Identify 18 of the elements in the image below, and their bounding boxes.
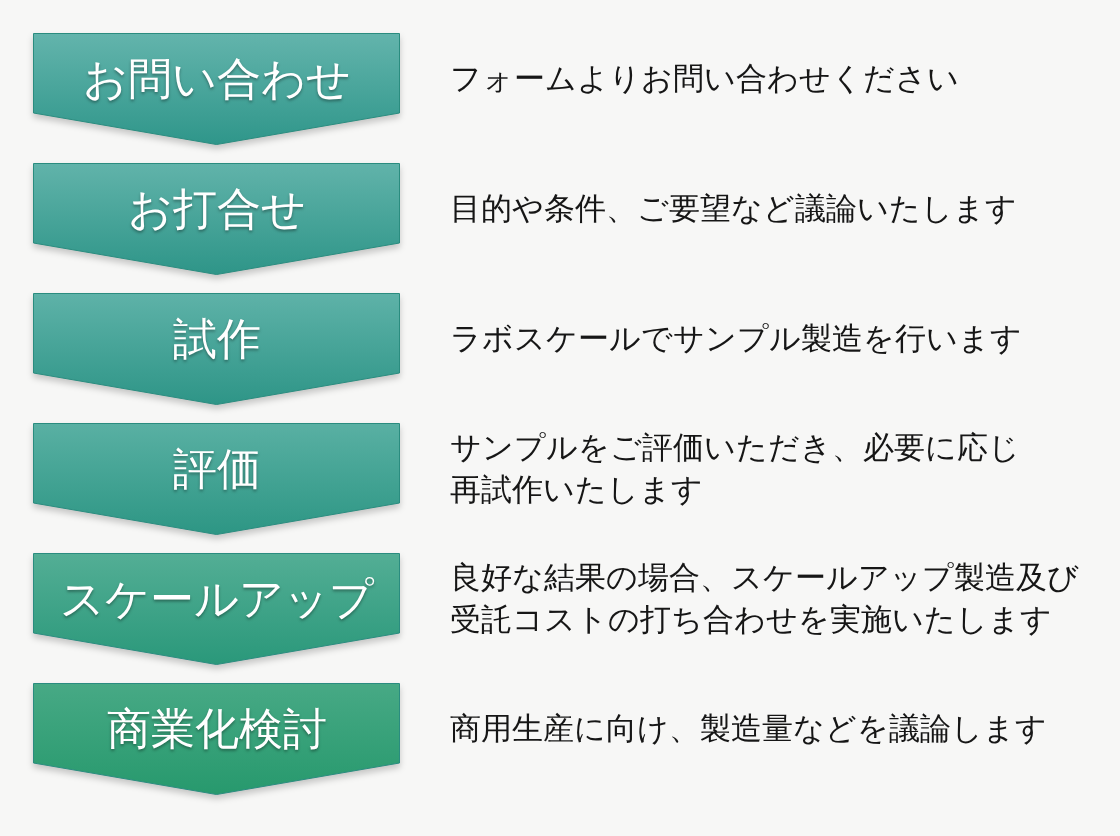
step-title: 評価 — [172, 443, 261, 495]
step-title: お打合せ — [127, 183, 306, 235]
step-banner — [33, 423, 400, 535]
step-description: 目的や条件、ご要望など議論いたします — [450, 189, 1017, 228]
step-description: 商用生産に向け、製造量などを議論します — [450, 709, 1047, 748]
step-title: 商業化検討 — [106, 703, 327, 755]
step-description: 良好な結果の場合、スケールアップ製造及び受託コストの打ち合わせを実施いたします — [450, 558, 1080, 639]
step-title: お問い合わせ — [82, 53, 351, 105]
step-banner — [33, 33, 400, 145]
step-description: ラボスケールでサンプル製造を行います — [450, 319, 1022, 358]
step-title: スケールアップ — [59, 573, 374, 625]
step-banner — [33, 553, 400, 665]
step-banner — [33, 683, 400, 795]
step-banner — [33, 163, 400, 275]
step-banner — [33, 293, 400, 405]
step-description: フォームよりお問い合わせください — [450, 59, 959, 98]
step-title: 試作 — [172, 313, 261, 365]
step-description: サンプルをご評価いただき、必要に応じ再試作いたします — [450, 428, 1021, 509]
